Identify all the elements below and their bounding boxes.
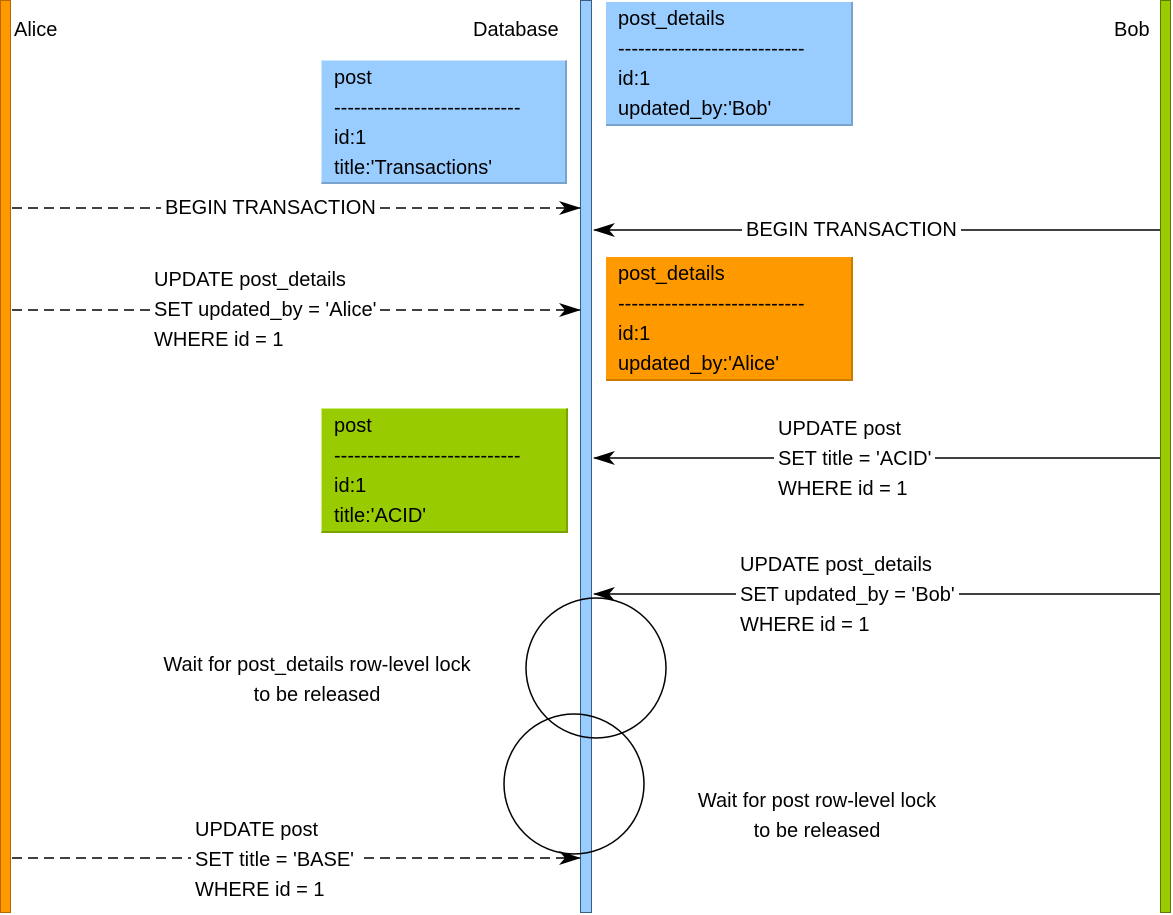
- row-table-name: post: [334, 67, 372, 89]
- database-lifeline: [580, 0, 592, 913]
- sql-line: UPDATE post: [195, 819, 318, 841]
- wait-circle-bottom: [503, 713, 645, 855]
- sql-line: WHERE id = 1: [740, 614, 870, 636]
- wait-circle-top: [525, 597, 667, 739]
- row-updated-by: updated_by:'Bob': [618, 98, 772, 120]
- sql-line: UPDATE post: [778, 418, 901, 440]
- sql-line: WHERE id = 1: [778, 478, 908, 500]
- alice-update-details-label: UPDATE post_details SET updated_by = 'Al…: [150, 265, 381, 355]
- post-details-row-alice: post_details ---------------------------…: [606, 257, 853, 381]
- actor-database: Database: [473, 19, 559, 41]
- post-row-initial: post ---------------------------- id:1 t…: [321, 60, 567, 184]
- sql-line: UPDATE post_details: [740, 554, 932, 576]
- bob-update-post-label: UPDATE post SET title = 'ACID' WHERE id …: [774, 414, 936, 504]
- note-line: to be released: [253, 684, 381, 706]
- sql-line: WHERE id = 1: [195, 879, 325, 901]
- sql-line: WHERE id = 1: [154, 329, 284, 351]
- alice-lifeline: [0, 0, 11, 913]
- actor-bob: Bob: [1114, 19, 1150, 41]
- row-separator: ----------------------------: [334, 445, 521, 467]
- row-id: id:1: [334, 475, 367, 497]
- row-table-name: post_details: [618, 263, 725, 285]
- sql-line: SET title = 'BASE': [195, 849, 355, 871]
- sql-line: SET title = 'ACID': [778, 448, 932, 470]
- bob-lifeline: [1160, 0, 1171, 913]
- bob-begin-label: BEGIN TRANSACTION: [742, 215, 961, 245]
- sql-line: SET updated_by = 'Alice': [154, 299, 377, 321]
- row-separator: ----------------------------: [334, 97, 521, 119]
- row-separator: ----------------------------: [618, 38, 805, 60]
- row-id: id:1: [618, 68, 651, 90]
- note-line: Wait for post row-level lock: [697, 790, 937, 812]
- row-updated-by: updated_by:'Alice': [618, 353, 780, 375]
- post-details-row-initial: post_details ---------------------------…: [606, 2, 853, 126]
- note-line: to be released: [753, 820, 881, 842]
- row-title: title:'Transactions': [334, 157, 493, 179]
- actor-alice: Alice: [14, 19, 58, 41]
- bob-update-details-label: UPDATE post_details SET updated_by = 'Bo…: [736, 550, 959, 640]
- row-title: title:'ACID': [334, 505, 427, 527]
- row-separator: ----------------------------: [618, 293, 805, 315]
- note-line: Wait for post_details row-level lock: [163, 654, 471, 676]
- row-id: id:1: [334, 127, 367, 149]
- row-id: id:1: [618, 323, 651, 345]
- alice-begin-label: BEGIN TRANSACTION: [161, 193, 380, 223]
- sql-line: UPDATE post_details: [154, 269, 346, 291]
- wait-post-details-lock-note: Wait for post_details row-level lock to …: [120, 650, 514, 710]
- row-table-name: post: [334, 415, 372, 437]
- row-table-name: post_details: [618, 8, 725, 30]
- alice-update-post-label: UPDATE post SET title = 'BASE' WHERE id …: [191, 815, 359, 905]
- post-row-bob: post ---------------------------- id:1 t…: [321, 408, 568, 533]
- sql-line: SET updated_by = 'Bob': [740, 584, 955, 606]
- wait-post-lock-note: Wait for post row-level lock to be relea…: [662, 786, 972, 846]
